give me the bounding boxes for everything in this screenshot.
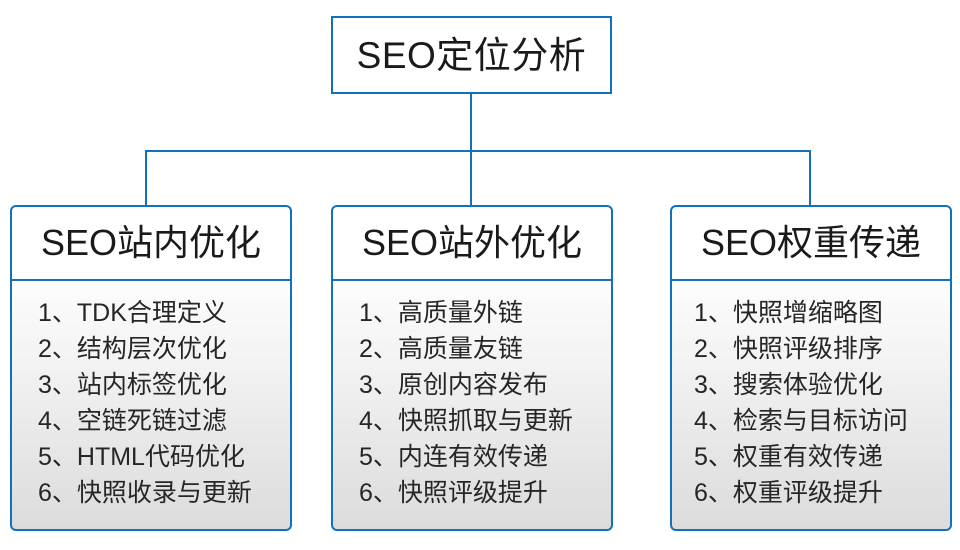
list-item: 6、快照评级提升	[359, 479, 548, 507]
list-item: 1、TDK合理定义	[38, 299, 227, 327]
list-item: 4、空链死链过滤	[38, 407, 227, 435]
branch-header-2[interactable]: SEO站外优化	[331, 205, 613, 281]
root-node-label: SEO定位分析	[356, 34, 587, 76]
list-item: 5、HTML代码优化	[38, 443, 245, 471]
connector-drop-branch-1	[145, 150, 147, 206]
list-item: 1、高质量外链	[359, 299, 523, 327]
list-item: 2、结构层次优化	[38, 335, 227, 363]
list-item: 5、权重有效传递	[694, 443, 883, 471]
branch-list-2: 1、高质量外链 2、高质量友链 3、原创内容发布 4、快照抓取与更新 5、内连有…	[331, 279, 613, 531]
branch-list-1: 1、TDK合理定义 2、结构层次优化 3、站内标签优化 4、空链死链过滤 5、H…	[10, 279, 292, 531]
list-item: 3、站内标签优化	[38, 371, 227, 399]
branch-header-1[interactable]: SEO站内优化	[10, 205, 292, 281]
connector-root-stem	[470, 94, 472, 151]
list-item: 6、快照收录与更新	[38, 479, 252, 507]
branch-list-3: 1、快照增缩略图 2、快照评级排序 3、搜索体验优化 4、检索与目标访问 5、权…	[670, 279, 952, 531]
connector-drop-branch-3	[809, 150, 811, 206]
list-item: 6、权重评级提升	[694, 479, 883, 507]
branch-header-3[interactable]: SEO权重传递	[670, 205, 952, 281]
list-item: 4、快照抓取与更新	[359, 407, 573, 435]
branch-column-1: SEO站内优化 1、TDK合理定义 2、结构层次优化 3、站内标签优化 4、空链…	[10, 205, 292, 531]
branch-header-1-label: SEO站内优化	[40, 222, 262, 263]
list-item: 3、搜索体验优化	[694, 371, 883, 399]
list-item: 2、快照评级排序	[694, 335, 883, 363]
branch-column-3: SEO权重传递 1、快照增缩略图 2、快照评级排序 3、搜索体验优化 4、检索与…	[670, 205, 952, 531]
connector-drop-branch-2	[470, 150, 472, 206]
branch-header-3-label: SEO权重传递	[700, 222, 922, 263]
list-item: 4、检索与目标访问	[694, 407, 908, 435]
root-node[interactable]: SEO定位分析	[331, 16, 612, 94]
connector-horizontal-bus	[145, 150, 811, 152]
branch-header-2-label: SEO站外优化	[361, 222, 583, 263]
list-item: 2、高质量友链	[359, 335, 523, 363]
list-item: 5、内连有效传递	[359, 443, 548, 471]
branch-column-2: SEO站外优化 1、高质量外链 2、高质量友链 3、原创内容发布 4、快照抓取与…	[331, 205, 613, 531]
list-item: 3、原创内容发布	[359, 371, 548, 399]
list-item: 1、快照增缩略图	[694, 299, 883, 327]
